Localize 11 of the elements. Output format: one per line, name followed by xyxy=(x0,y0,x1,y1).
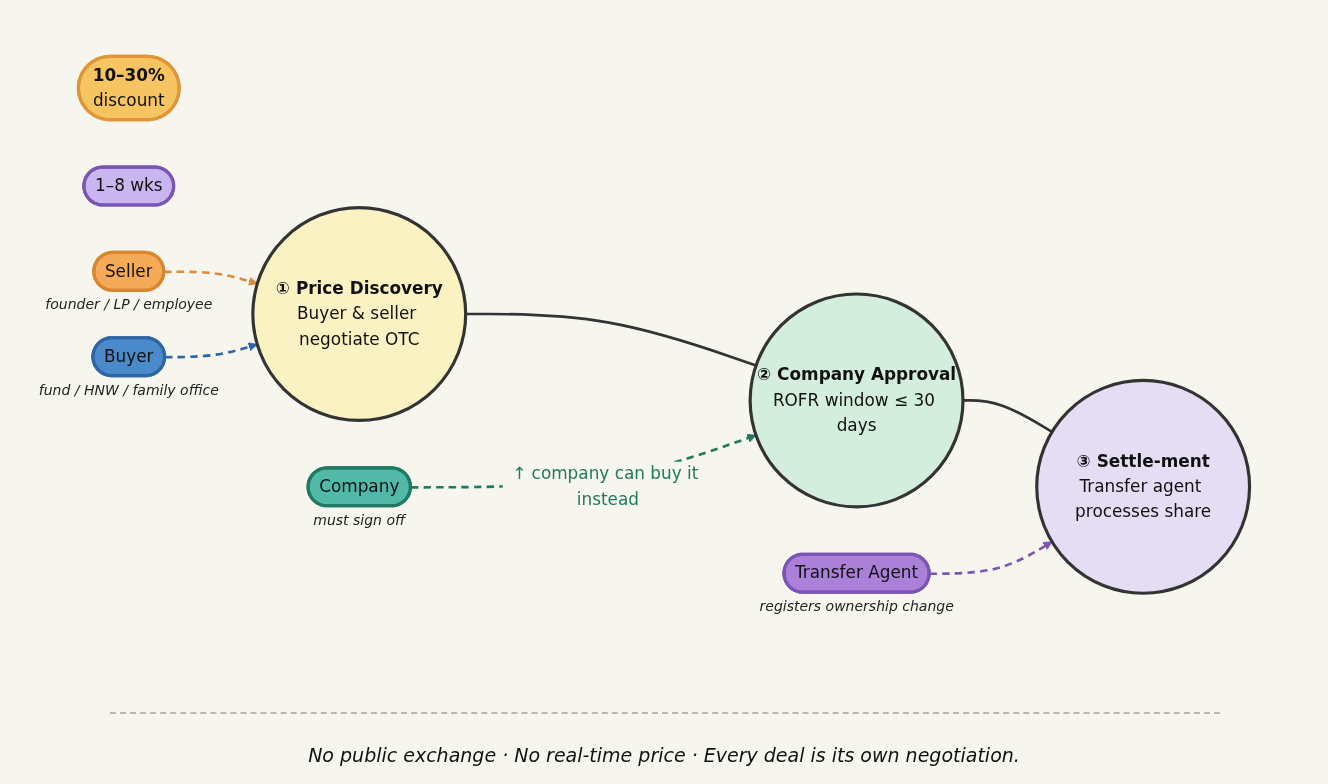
edge-label: ↑ company can buy it instead xyxy=(512,463,699,510)
connector xyxy=(963,399,1053,434)
node-note: fund / HNW / family office xyxy=(38,381,219,398)
node-circle: ③ Settle-ment Transfer agent processes share xyxy=(1035,379,1252,595)
node-note: must sign off xyxy=(313,511,406,528)
node-note: founder / LP / employee xyxy=(45,296,213,313)
caption-text: No public exchange · No real-time price · Every deal is its own negotiation. xyxy=(308,744,1020,766)
node-circle: ② Company Approval ROFR window ≤ 30 days xyxy=(748,292,965,509)
arrow xyxy=(164,270,258,286)
node-circle: ① Price Discovery Buyer & seller negotiate OTC xyxy=(251,206,468,423)
node-note: registers ownership change xyxy=(759,598,954,615)
